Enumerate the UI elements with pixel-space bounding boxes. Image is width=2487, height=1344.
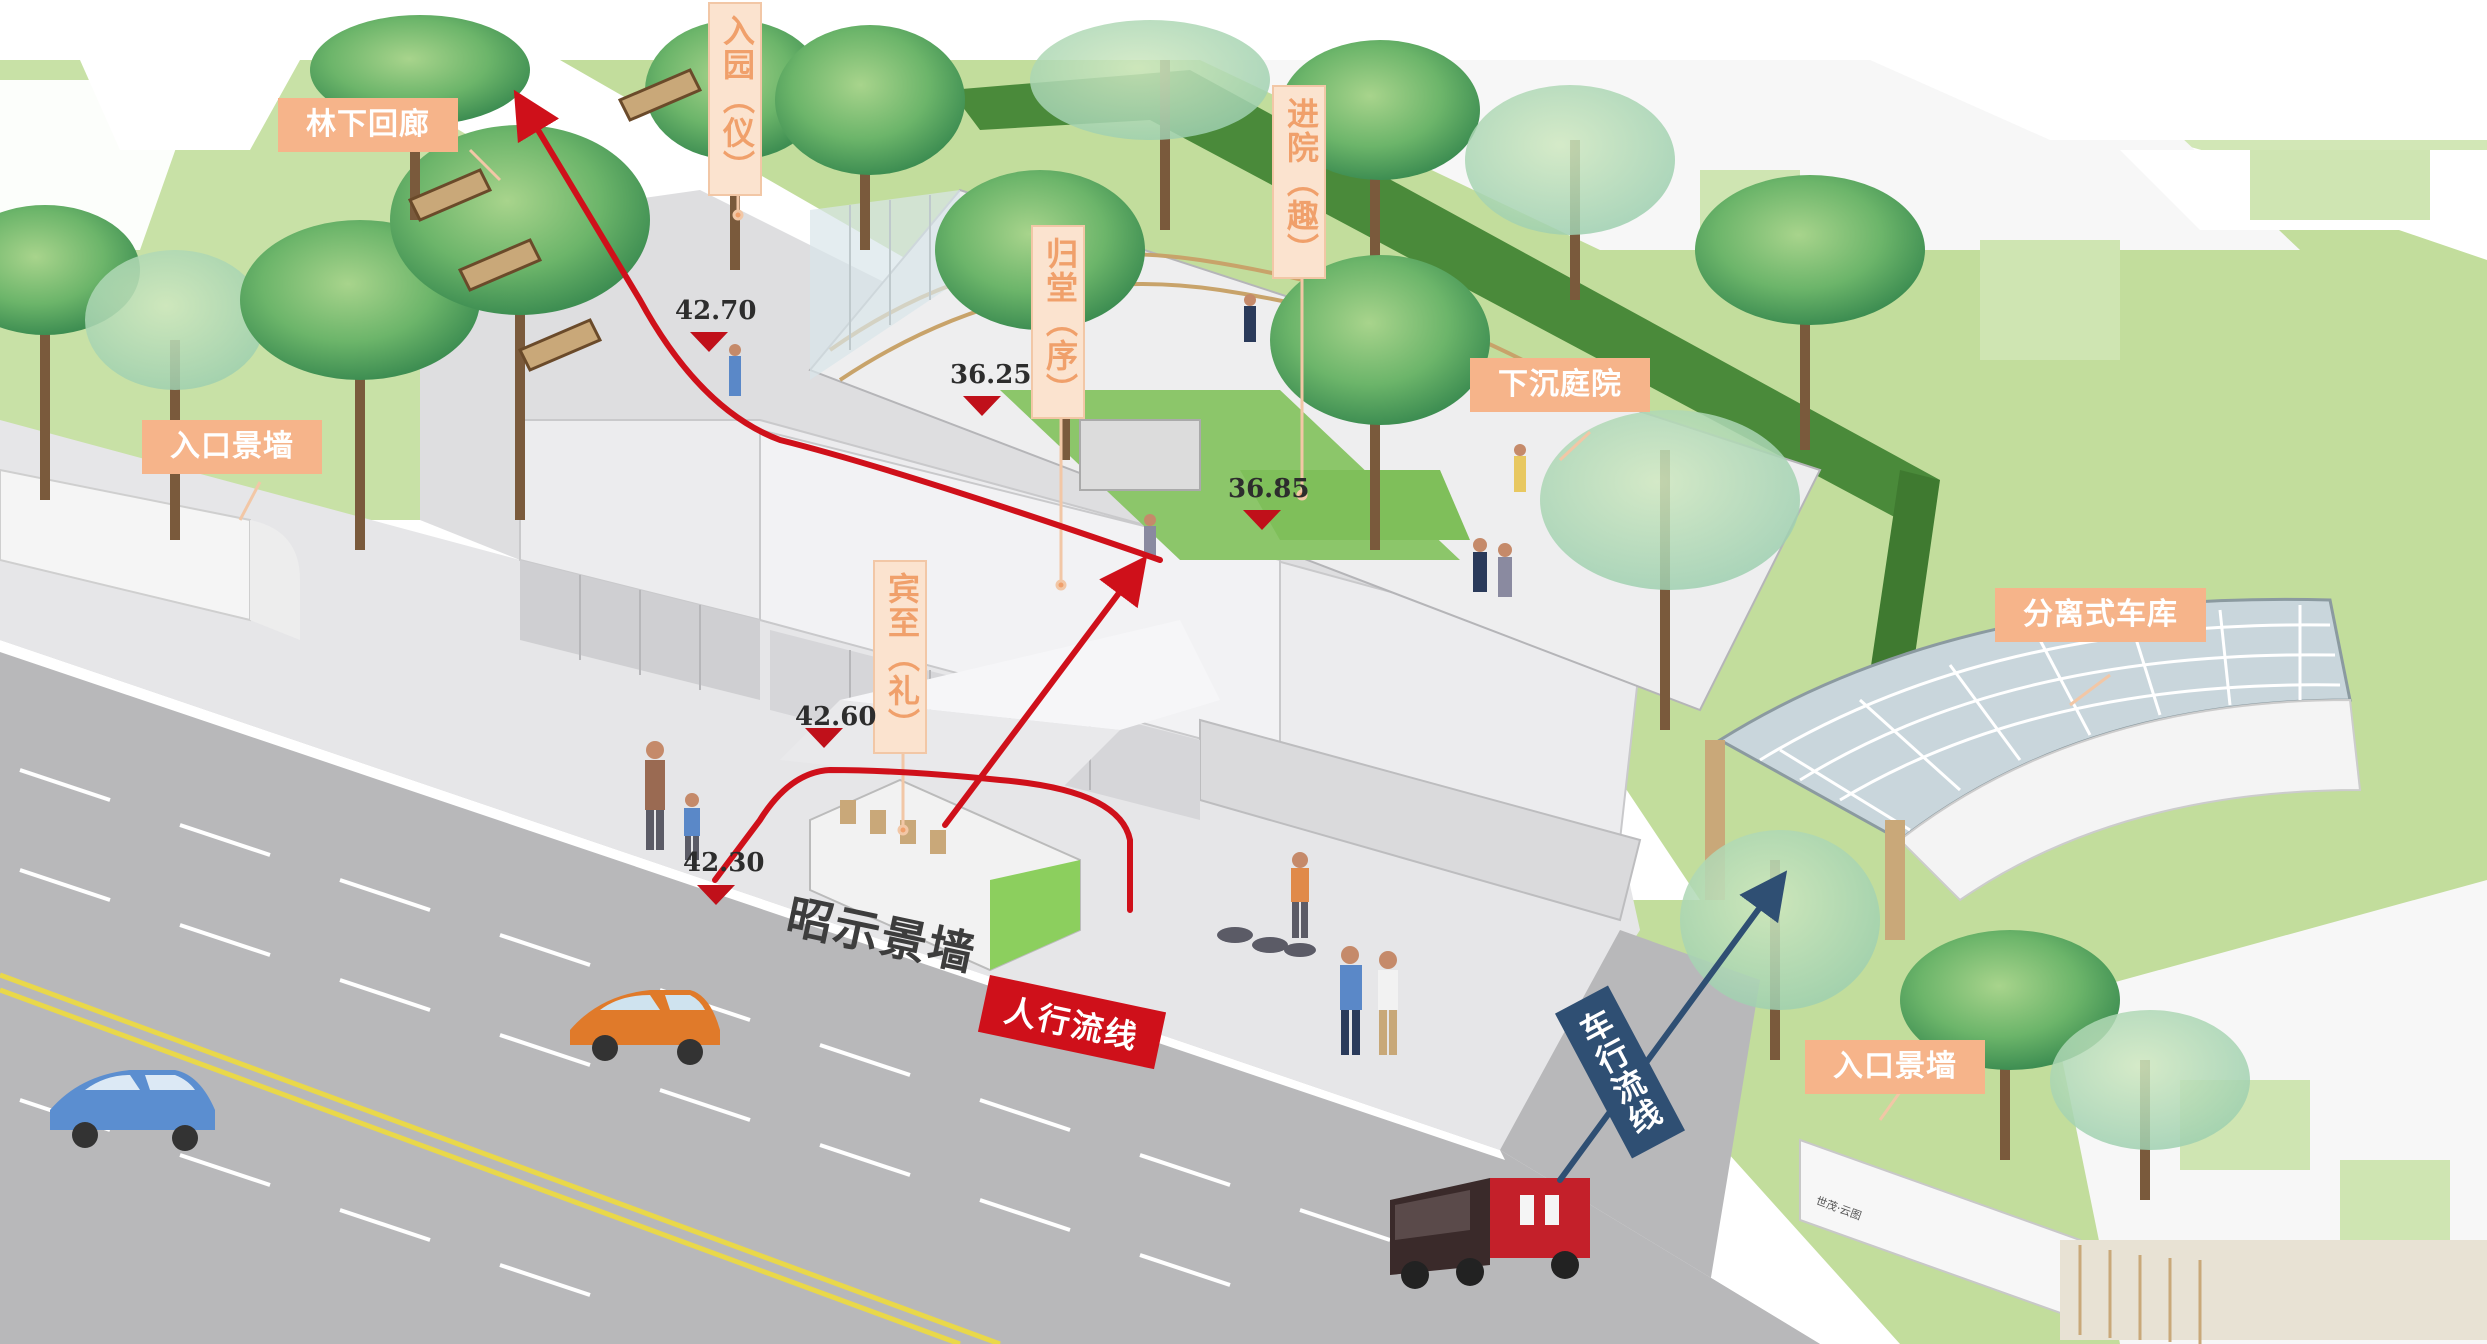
- label-forest-corridor: 林下回廊: [278, 98, 458, 152]
- person: [1340, 946, 1362, 1055]
- tree: [2050, 1010, 2250, 1200]
- orange-car: [570, 990, 720, 1065]
- person: [684, 793, 700, 860]
- tree: [1030, 20, 1270, 230]
- vlabel-return-hall: 归堂（序）: [1031, 225, 1085, 419]
- person: [1244, 294, 1256, 342]
- person: [1378, 951, 1398, 1055]
- tree: [775, 25, 965, 250]
- feature-wall-structure: [809, 778, 1081, 972]
- elevation-label-4: 42.60: [795, 702, 877, 732]
- person: [1498, 543, 1512, 597]
- vlabel-enter-court: 进院（趣）: [1272, 85, 1326, 279]
- elevation-marker: [963, 396, 1001, 416]
- tree: [1465, 85, 1675, 300]
- tree: [390, 125, 650, 520]
- vehicle-flow-line: [1557, 870, 1788, 1183]
- label-sunken-courtyard: 下沉庭院: [1470, 358, 1650, 412]
- label-entrance-wall-right: 入口景墙: [1805, 1040, 1985, 1094]
- elevation-label-2: 36.25: [950, 360, 1032, 390]
- truck: [1390, 1178, 1590, 1289]
- person: [1144, 514, 1156, 558]
- pedestrian-flow-line-1: [513, 89, 1163, 563]
- elevation-label-5: 42.30: [683, 848, 765, 878]
- vlabel-guest-arrive: 宾至（礼）: [873, 560, 927, 754]
- blue-car: [50, 1070, 215, 1151]
- pedestrian-flow-line-2: [712, 766, 1133, 913]
- person: [1514, 444, 1526, 492]
- dog: [1217, 927, 1316, 957]
- tree: [1280, 40, 1480, 270]
- building-pads: [0, 60, 2487, 1344]
- tree: [1540, 410, 1800, 730]
- vlabel-enter-garden: 入园（仪）: [708, 2, 762, 196]
- elevation-marker: [1243, 510, 1281, 530]
- pedestrian-flow-path: [513, 89, 1163, 913]
- forest-corridor-pergola: [407, 68, 703, 372]
- person: [1473, 538, 1487, 592]
- elevation-label-3: 36.85: [1228, 474, 1310, 504]
- tree: [1270, 255, 1490, 550]
- leader-lines: [238, 148, 2111, 1121]
- vehicle-flow-path: [1557, 870, 1788, 1183]
- label-entrance-wall-left: 入口景墙: [142, 420, 322, 474]
- elevation-marker: [690, 332, 728, 352]
- person: [645, 741, 665, 850]
- person: [729, 344, 741, 396]
- garage-canopy: [1705, 597, 2362, 940]
- tree: [1900, 930, 2120, 1160]
- pedestrian-flow-line-3: [942, 555, 1148, 828]
- tree: [1695, 175, 1925, 450]
- label-separated-garage: 分离式车库: [1995, 588, 2206, 642]
- elevation-marker: [697, 885, 735, 905]
- people: [645, 294, 1526, 1055]
- elevation-label-1: 42.70: [675, 296, 757, 326]
- entrance-walls: [0, 468, 2487, 1344]
- person: [1291, 852, 1309, 938]
- elevation-marker: [805, 728, 843, 748]
- elevation-markers: [690, 332, 1281, 905]
